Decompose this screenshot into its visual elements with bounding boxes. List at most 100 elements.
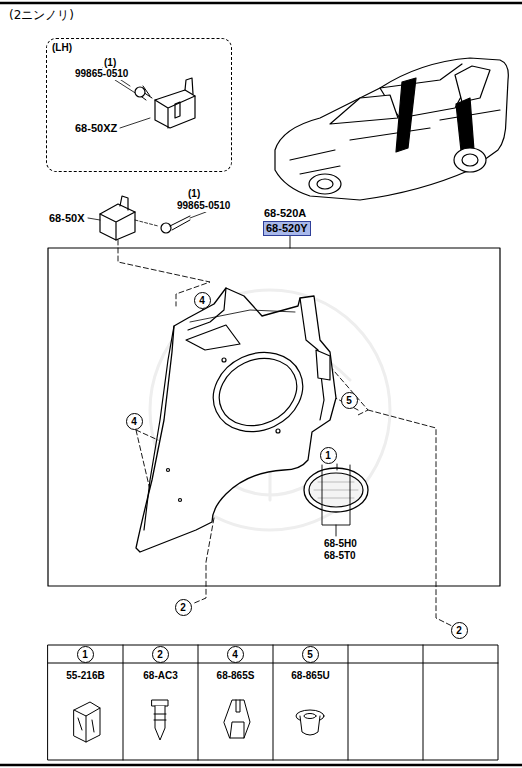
bracket-stroke xyxy=(120,196,128,210)
speaker-grille-stroke xyxy=(304,468,368,512)
car-illustration-stroke xyxy=(317,179,333,189)
bracket-stroke xyxy=(161,223,171,233)
lh-bracket-stroke xyxy=(155,90,195,128)
lh-inset-box: (LH) xyxy=(46,38,232,172)
quarter-trim-panel-stroke xyxy=(136,288,336,552)
car-illustration-stroke xyxy=(290,150,340,174)
car-illustration-stroke xyxy=(309,174,341,194)
dashed-leaders-stroke xyxy=(368,410,452,626)
car-illustration xyxy=(275,58,508,200)
callout-text: 5 xyxy=(346,395,352,406)
callout-number: 4 xyxy=(194,292,211,309)
parts-table-stroke xyxy=(48,645,498,760)
parts-table-stroke xyxy=(198,645,199,760)
quantity: (1) xyxy=(187,188,201,200)
part-number: 68-5H0 xyxy=(323,538,358,550)
quarter-trim-panel-stroke xyxy=(186,325,240,350)
part-number: 68-520A xyxy=(263,207,307,220)
quarter-trim-panel-stroke xyxy=(179,499,182,502)
quarter-trim-panel-stroke xyxy=(144,288,324,530)
lh-bracket-stroke xyxy=(175,102,180,118)
clip-icons-stroke xyxy=(224,700,250,738)
callout-number: 1 xyxy=(77,646,94,663)
quarter-trim-panel-stroke xyxy=(200,338,315,446)
car-illustration-stroke xyxy=(462,154,478,166)
callout-text: 1 xyxy=(82,649,88,660)
leader-line xyxy=(289,236,290,248)
car-illustration-stroke xyxy=(396,78,416,152)
callout-text: 2 xyxy=(456,625,462,636)
car-illustration-stroke xyxy=(330,95,398,124)
table-cell: 68-865U xyxy=(290,670,330,682)
frame-stroke xyxy=(48,248,500,586)
illustration-stroke xyxy=(0,3,522,765)
clip-icons-stroke xyxy=(74,708,100,742)
part-number: 68-50XZ xyxy=(74,122,118,135)
speaker-grille-stroke xyxy=(314,482,358,498)
parts-table-stroke xyxy=(348,645,349,760)
bracket-stroke xyxy=(135,220,158,226)
callout-text: 4 xyxy=(131,416,137,427)
clip-icons-stroke xyxy=(155,706,165,740)
group-label: (LH) xyxy=(47,39,231,53)
callout-number: 2 xyxy=(451,622,468,639)
callout-number: 4 xyxy=(227,646,244,663)
part-number: 68-5T0 xyxy=(323,550,357,562)
parts-table-stroke xyxy=(273,645,274,760)
parts-table-stroke xyxy=(423,645,424,760)
car-illustration-stroke xyxy=(350,110,500,140)
speaker-grille xyxy=(304,468,368,512)
top-rule-stroke xyxy=(0,2,522,5)
callout-number: 1 xyxy=(320,447,337,464)
parts-table-stroke xyxy=(0,764,522,767)
callout-number: 5 xyxy=(302,646,319,663)
part-number: 68-520Y xyxy=(263,221,311,236)
bracket-stroke xyxy=(88,218,100,220)
parts-table-stroke xyxy=(123,645,124,760)
quarter-trim-panel-stroke xyxy=(190,310,295,322)
lh-bracket-stroke xyxy=(120,118,150,128)
quarter-trim-panel-stroke xyxy=(167,469,170,472)
callout-bracket xyxy=(322,464,350,536)
top-rule xyxy=(0,2,522,3)
car-illustration-stroke xyxy=(455,66,490,102)
clip-icons-stroke xyxy=(154,714,166,720)
speaker-grille-stroke xyxy=(309,473,363,507)
quarter-trim-panel xyxy=(136,288,336,552)
car-illustration-stroke xyxy=(275,58,508,200)
clip-icons-stroke xyxy=(152,700,168,706)
frame xyxy=(48,248,500,586)
car-illustration-stroke xyxy=(454,148,486,172)
callout-text: 4 xyxy=(232,649,238,660)
callout-bracket-stroke xyxy=(322,465,350,536)
quarter-trim-panel-stroke-stroke xyxy=(200,338,315,446)
callout-text: 2 xyxy=(157,649,163,660)
quarter-trim-panel-stroke-stroke xyxy=(208,346,308,438)
clip-icons xyxy=(74,700,324,742)
lh-bracket-stroke xyxy=(155,96,195,128)
quarter-trim-panel-stroke xyxy=(316,350,330,380)
callout-bracket-stroke xyxy=(337,464,338,470)
part-number: 99865-0510 xyxy=(74,68,129,80)
callout-number: 4 xyxy=(126,413,143,430)
table-cell: 68-865S xyxy=(216,670,256,682)
clip-icons-stroke xyxy=(230,700,244,738)
table-cell: 55-216B xyxy=(65,670,105,682)
part-number: 99865-0510 xyxy=(176,200,231,212)
dashed-leaders xyxy=(118,240,452,626)
quarter-trim-panel-stroke xyxy=(222,358,226,362)
parts-table xyxy=(0,645,522,765)
table-cell: 68-AC3 xyxy=(142,670,178,682)
callout-text: 1 xyxy=(325,450,331,461)
callout-text: 4 xyxy=(199,295,205,306)
callout-number: 2 xyxy=(152,646,169,663)
part-number: 68-50X xyxy=(48,212,85,225)
bracket-stroke xyxy=(170,216,190,230)
clip-icons-stroke xyxy=(304,714,316,719)
lh-bracket-stroke xyxy=(185,78,193,94)
callout-number: 2 xyxy=(175,599,192,616)
page-note: (2ニンノリ) xyxy=(8,8,75,22)
quarter-trim-panel-stroke xyxy=(276,429,280,433)
bracket-stroke xyxy=(100,204,135,240)
